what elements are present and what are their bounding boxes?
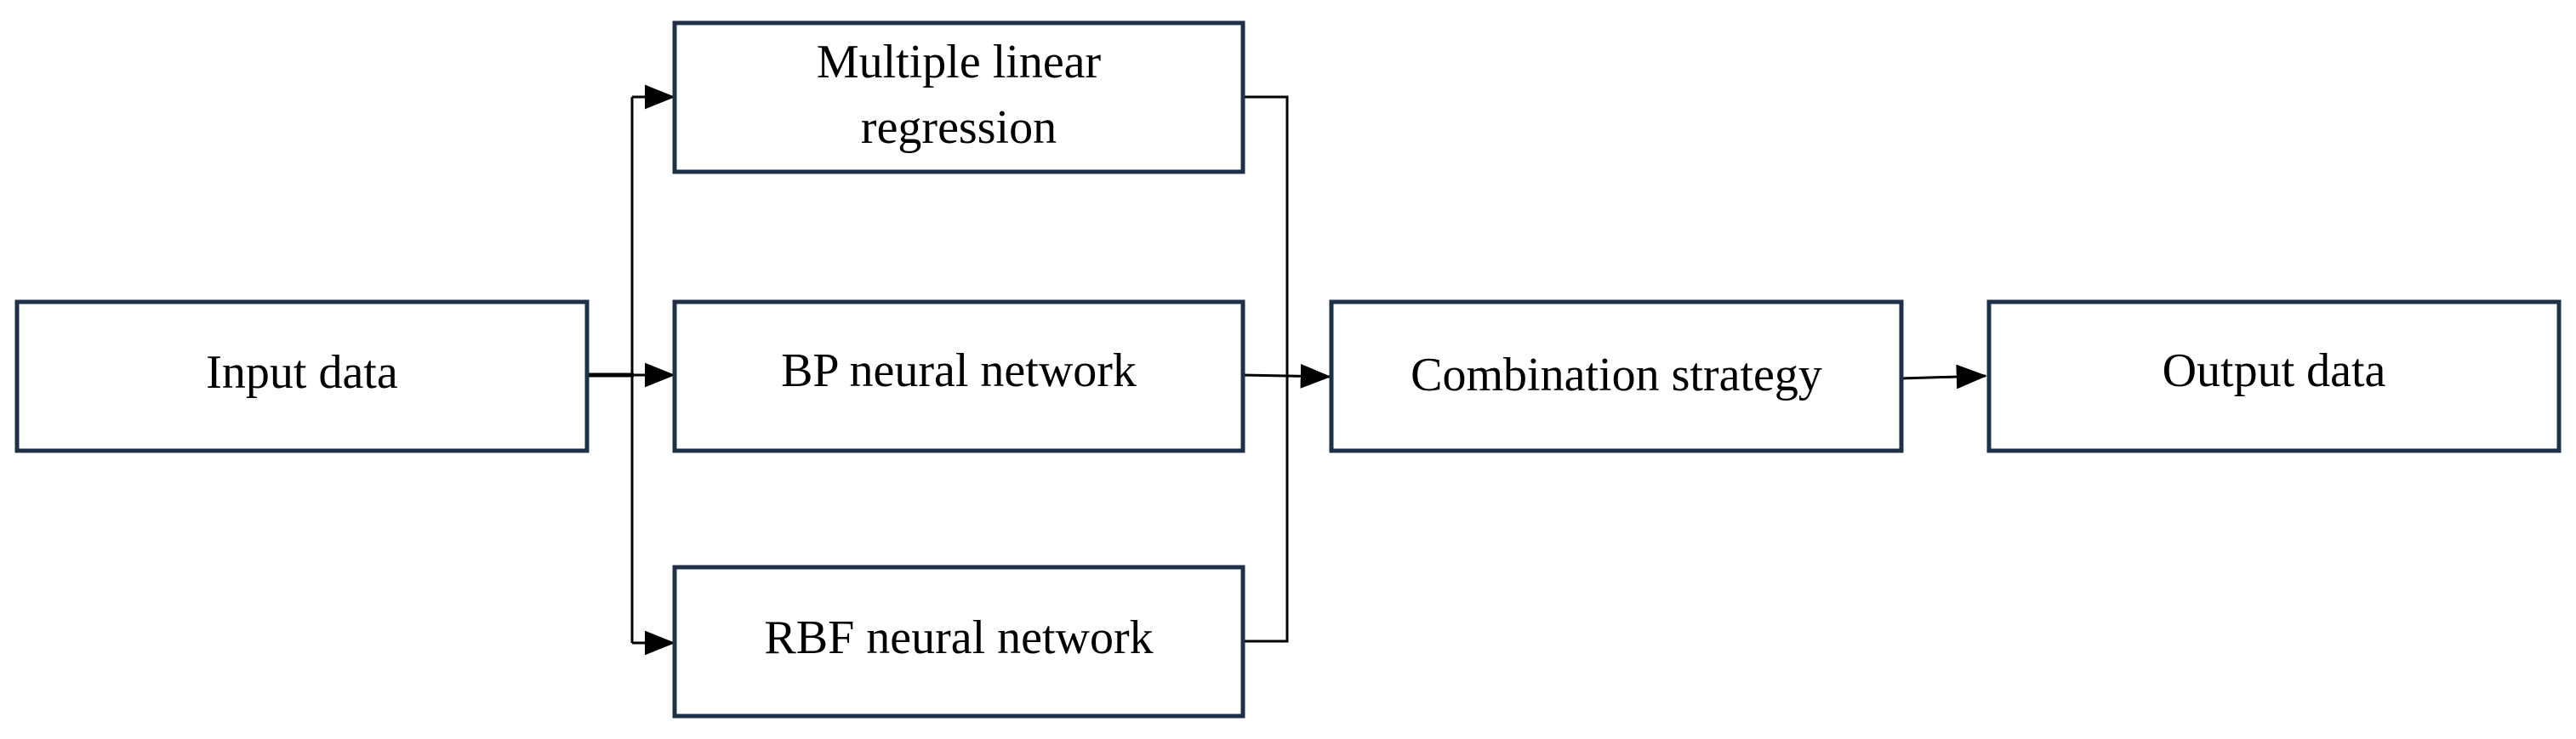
node-combination-label: Combination strategy: [1411, 349, 1822, 401]
node-input-box: [14, 299, 590, 453]
node-input: Input data: [14, 299, 590, 453]
node-bp-label: BP neural network: [781, 344, 1137, 397]
node-output-label: Output data: [2163, 344, 2386, 397]
node-bp: BP neural network: [672, 299, 1245, 453]
node-mlr-label-line1: Multiple linear: [817, 36, 1102, 88]
node-combination: Combination strategy: [1329, 299, 1904, 453]
node-combination-box: [1329, 299, 1904, 453]
node-output-box: [1986, 299, 2562, 453]
node-rbf: RBF neural network: [672, 565, 1245, 719]
node-bp-box: [672, 299, 1245, 453]
edge-rbf-to-merge: [1242, 375, 1289, 643]
node-mlr: Multiple linear regression: [672, 20, 1245, 174]
edge-combination-to-output: [1900, 364, 1987, 389]
edge-mlr-to-merge: [1242, 95, 1289, 375]
edges: [587, 84, 1987, 656]
node-rbf-box: [672, 565, 1245, 719]
node-rbf-label: RBF neural network: [764, 611, 1153, 664]
node-mlr-box: [672, 20, 1245, 174]
edge-bp-to-combination: [1241, 363, 1331, 389]
node-input-label: Input data: [206, 346, 398, 399]
node-mlr-label-line2: regression: [861, 101, 1057, 154]
node-output: Output data: [1986, 299, 2562, 453]
